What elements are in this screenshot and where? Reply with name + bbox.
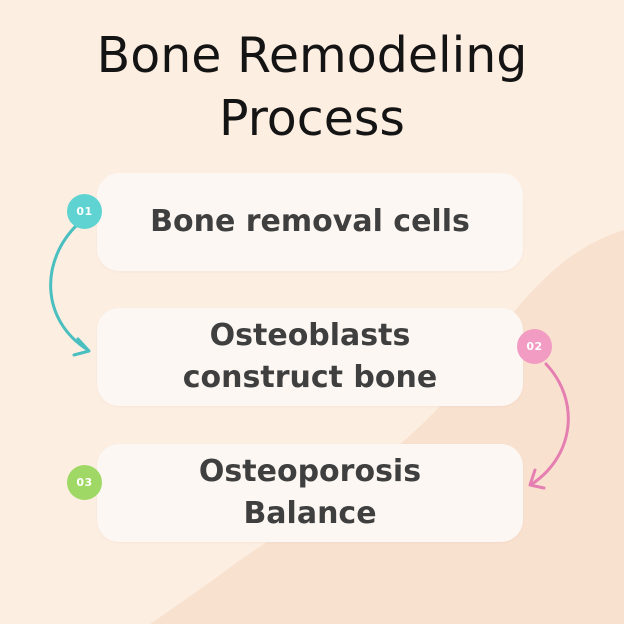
step-2-number-badge: 02 [517,329,552,364]
step-card-2: Osteoblasts construct bone [97,308,523,406]
step-card-3: Osteoporosis Balance [97,444,523,542]
page-title: Bone Remodeling Process [96,27,528,147]
step-card-1: Bone removal cells [97,173,523,271]
step-1-number-badge: 01 [67,194,102,229]
step-1-text: Bone removal cells [150,204,470,239]
step-3-number-badge: 03 [67,465,102,500]
step-2-text: Osteoblasts construct bone [182,318,438,395]
step-3-text: Osteoporosis Balance [198,454,422,531]
